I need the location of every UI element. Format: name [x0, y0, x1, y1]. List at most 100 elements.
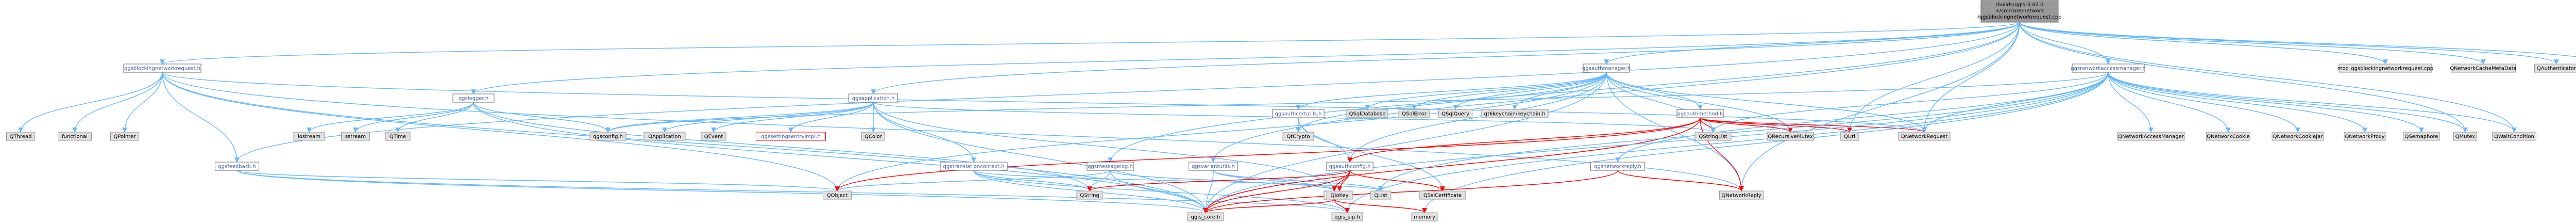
edge-qgsnetworkaccessmanager_h-to-qgsnetworkreply_h	[1615, 72, 2109, 163]
node-box	[1370, 190, 1392, 200]
node-label: qgis_sip.h	[1334, 215, 1360, 220]
node-qgsmessagelog-h[interactable]: qgsmessagelog.h	[1087, 162, 1134, 171]
node-box	[1898, 132, 1951, 141]
node-qgsauthmethod-h[interactable]: qgsauthmethod.h	[1676, 109, 1724, 118]
edge-qgsauthmanager_h-to-qt6keychain_keychain_h	[1512, 72, 1607, 110]
edge-qgsauthmanager_h-to-QStringList	[1606, 72, 1716, 133]
node-qgsauthmanager-h[interactable]: qgsauthmanager.h	[1582, 63, 1631, 73]
node-QNetworkCookie: QNetworkCookie	[2206, 132, 2250, 141]
node-label: QPointer	[114, 134, 137, 140]
node-label: qgslogger.h	[459, 96, 488, 102]
edge-root-to-qgsvariantutils_h	[1211, 22, 2020, 163]
node-box	[1438, 109, 1472, 118]
node-QMutex: QMutex	[2453, 132, 2477, 141]
node-box	[940, 162, 1008, 171]
edge-qgstranslationcontext_h-to-qgis_sip_h	[973, 170, 1350, 213]
edge-qgsblockingnetworkrequest_h-to-qgis_core_h	[162, 72, 1208, 213]
edge-qgsauthmanager_h-to-QSqlQuery	[1453, 72, 1607, 110]
node-box	[1583, 63, 1630, 73]
root-node-label-line: +/src/core/network	[1995, 8, 2044, 14]
node-label: qgsauthmethod.h	[1677, 112, 1723, 117]
node-box	[2338, 63, 2432, 73]
node-QNetworkRequest: QNetworkRequest	[1898, 132, 1951, 141]
edge-qgsauthmethod_h-to-QNetworkRequest	[1700, 117, 1927, 133]
node-QUrl: QUrl	[1840, 132, 1859, 141]
node-label: qgsnetworkaccessmanager.h	[2071, 66, 2146, 72]
edge-qgsauthconfig_h-to-qgis_core_h	[1203, 170, 1350, 213]
node-label: QNetworkCookieJar	[2273, 134, 2324, 140]
edge-qgsnetworkaccessmanager_h-to-QNetworkCookie	[2108, 72, 2231, 133]
edge-qgsauthcertutils_h-to-qgsauthconfig_h	[1298, 117, 1352, 163]
edge-qgsauthmanager_h-to-QSqlError	[1412, 72, 1607, 110]
node-label: QSemaphore	[2404, 134, 2438, 140]
node-box	[385, 132, 411, 141]
node-box	[1326, 162, 1374, 171]
edge-qgsapplication_h-to-qgsconfig_h	[605, 102, 874, 133]
node-label: qgsfeedback.h	[218, 164, 256, 170]
edge-qgslogger_h-to-QString	[473, 102, 1092, 192]
edge-qgsnetworkaccessmanager_h-to-QList	[1378, 72, 2109, 192]
node-label: QWaitCondition	[2494, 134, 2534, 140]
node-QSemaphore: QSemaphore	[2403, 132, 2440, 141]
node-QNetworkCookieJar: QNetworkCookieJar	[2272, 132, 2324, 141]
node-label: QNetworkProxy	[2345, 134, 2384, 140]
node-qgssettingsentryimpl-h[interactable]: qgssettingsentryimpl.h	[756, 132, 826, 141]
node-label: QNetworkRequest	[1901, 134, 1947, 140]
edge-qgsauthconfig_h-to-QSslCertificate	[1349, 170, 1445, 192]
edge-root-to-qgsnetworkaccessmanager_h	[2019, 22, 2111, 65]
edge-qgsauthmanager_h-to-qgsauthcertutils_h	[1296, 72, 1607, 110]
edge-qgsauthmanager_h-to-QNetworkReply	[1606, 72, 1744, 192]
node-box	[589, 132, 626, 141]
edge-qgsapplication_h-to-qgis_h	[873, 102, 1337, 192]
node-label: qgssettingsentryimpl.h	[761, 134, 820, 140]
node-QSqlDatabase: QSqlDatabase	[1346, 109, 1388, 118]
node-qgsblockingnetworkrequest-h[interactable]: qgsblockingnetworkrequest.h	[123, 63, 201, 73]
node-label: QSslCertificate	[1423, 193, 1462, 199]
edge-qgsauthmethod_h-to-QNetworkReply	[1700, 117, 1744, 192]
node-label: qgstranslationcontext.h	[943, 164, 1005, 170]
node-qgsauthconfig-h[interactable]: qgsauthconfig.h	[1326, 162, 1374, 171]
node-QRecursiveMutex: QRecursiveMutex	[1767, 132, 1814, 141]
node-qgsvariantutils-h[interactable]: qgsvariantutils.h	[1189, 162, 1238, 171]
node-qgis-core-h: qgis_core.h	[1187, 212, 1224, 221]
node-box	[1189, 162, 1238, 171]
edge-qgis_h-to-memory	[1334, 199, 1427, 213]
node-box	[2344, 132, 2386, 141]
node-qgsauthcertutils-h[interactable]: qgsauthcertutils.h	[1272, 109, 1325, 118]
edge-root-to-QNetworkReply	[1739, 22, 2020, 192]
edge-qgsfeedback_h-to-QObject	[236, 170, 840, 192]
node-box	[123, 63, 201, 73]
node-label: QThread	[10, 134, 32, 140]
node-iostream: iostream	[293, 132, 325, 141]
node-label: QRecursiveMutex	[1768, 134, 1812, 140]
node-qgslogger-h[interactable]: qgslogger.h	[452, 93, 495, 103]
node-QtCrypto: QtCrypto	[1282, 132, 1314, 141]
node-qgsnetworkaccessmanager-h[interactable]: qgsnetworkaccessmanager.h	[2071, 63, 2146, 73]
node-qgsfeedback-h[interactable]: qgsfeedback.h	[215, 162, 259, 171]
edge-qgsauthconfig_h-to-qgis_h	[1332, 170, 1350, 192]
node-label: memory	[1414, 215, 1435, 220]
edge-qgsapplication_h-to-QEvent	[711, 102, 874, 133]
edge-qgsauthmanager_h-to-QRecursiveMutex	[1606, 72, 1793, 133]
node-box	[2206, 132, 2250, 141]
node-box	[2492, 132, 2536, 141]
node-qgsnetworkreply-h[interactable]: qgsnetworkreply.h	[1590, 162, 1645, 171]
node-box	[2117, 132, 2185, 141]
edge-qgis_h-to-qgis_core_h	[1203, 199, 1335, 213]
edge-qgstranslationcontext_h-to-QList	[973, 170, 1383, 192]
node-box	[110, 132, 139, 141]
edge-root-to-qgsauthmanager_h	[1604, 22, 2020, 65]
node-qgstranslationcontext-h[interactable]: qgstranslationcontext.h	[940, 162, 1008, 171]
edge-qgsauthmanager_h-to-qgis_core_h	[1203, 72, 1607, 213]
edge-qgsblockingnetworkrequest_h-to-QPointer	[122, 72, 163, 133]
node-box	[1767, 132, 1814, 141]
edge-qgsvariantutils_h-to-qgis_h	[1213, 170, 1337, 192]
node-label: QSqlError	[1402, 112, 1427, 117]
node-box	[1076, 190, 1103, 200]
root-node-label-line: /qgsblockingnetworkrequest.cpp	[1977, 14, 2061, 20]
edge-qgstranslationcontext_h-to-QString	[973, 170, 1092, 192]
node-box	[1346, 109, 1388, 118]
node-qgsapplication-h[interactable]: qgsapplication.h	[849, 93, 898, 103]
edge-root-to-QNetworkCacheMetaData	[2019, 22, 2486, 65]
edge-qgsauthmanager_h-to-QtCrypto	[1296, 72, 1607, 133]
